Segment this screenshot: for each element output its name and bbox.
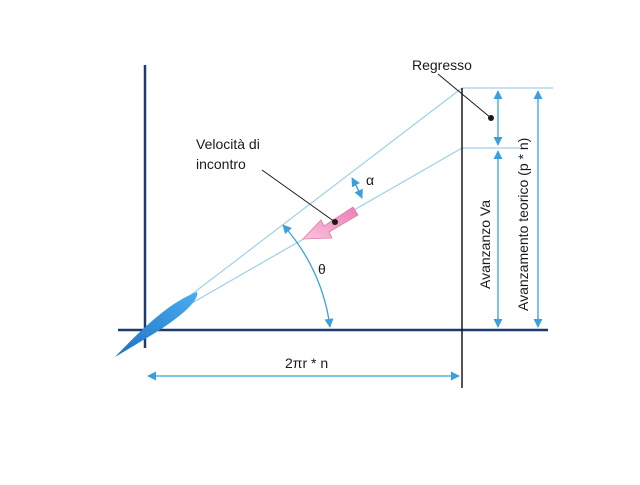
two-pi-r-n-label: 2πr * n xyxy=(285,355,328,371)
regresso-leader-dot xyxy=(488,115,494,121)
velocita-leader-dot xyxy=(332,219,338,225)
velocita-leader-line xyxy=(261,169,336,223)
avanzo-va-label: Avanzanzo Va xyxy=(477,200,493,289)
alpha-label: α xyxy=(366,172,374,188)
theta-label: θ xyxy=(318,261,326,277)
avanzamento-teorico-label: Avanzamento teorico (p * n) xyxy=(515,138,531,311)
regresso-leader-line xyxy=(437,73,492,119)
velocita-label-line1: Velocità di xyxy=(196,136,260,152)
blade-section-icon xyxy=(115,292,198,357)
alpha-angle-arc xyxy=(351,177,363,199)
theta-angle-arc xyxy=(282,224,334,328)
velocita-label-line2: incontro xyxy=(196,156,246,172)
regresso-label: Regresso xyxy=(412,57,472,73)
pitch-line xyxy=(144,87,463,331)
velocity-arrow-icon xyxy=(302,206,359,240)
